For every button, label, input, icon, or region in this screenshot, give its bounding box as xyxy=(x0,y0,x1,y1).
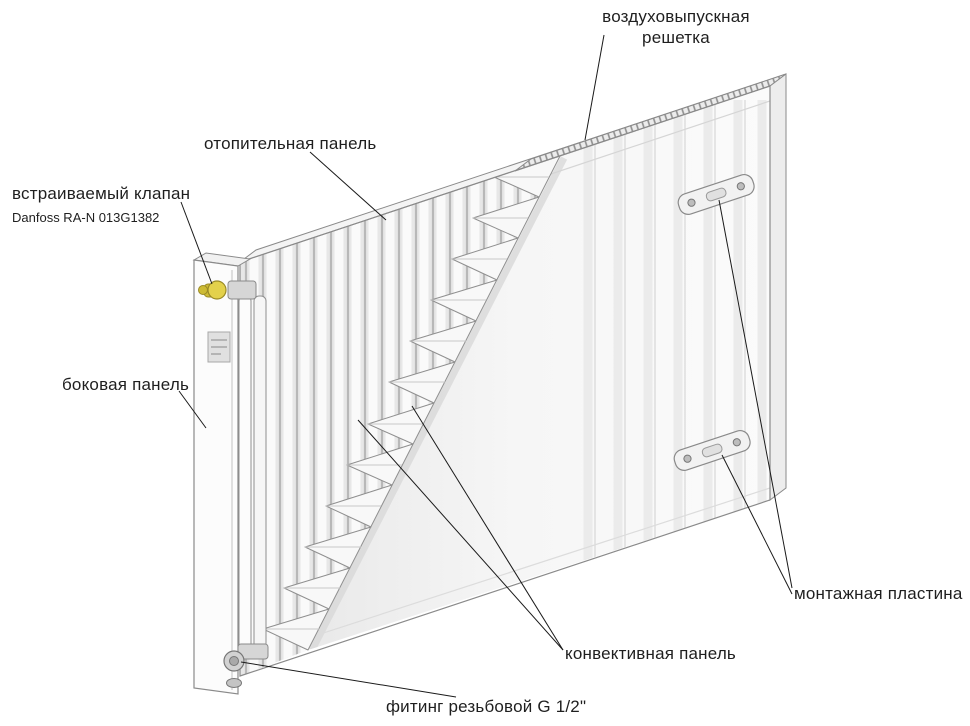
leader-lines xyxy=(178,34,793,698)
side-panel xyxy=(192,252,252,695)
convector-fins xyxy=(262,155,561,651)
radiator-back-panel xyxy=(308,86,770,650)
label-heating-panel: отопительная панель xyxy=(204,134,377,153)
valve-knob xyxy=(207,280,227,300)
label-air-vent-grille-line1: воздуховыпускная xyxy=(602,7,750,26)
riser-pipes xyxy=(238,295,267,655)
leader-mounting-top xyxy=(718,199,793,589)
label-air-vent-grille: воздуховыпускная решетка xyxy=(600,6,752,48)
label-air-vent-grille-line2: решетка xyxy=(642,28,710,47)
mounting-plate-bottom xyxy=(673,429,751,471)
leader-threaded-fitting xyxy=(240,661,457,698)
label-side-panel: боковая панель xyxy=(62,375,190,394)
label-valve-model: Danfoss RA-N 013G1382 xyxy=(12,210,160,225)
label-threaded-fitting: фитинг резьбовой G 1/2" xyxy=(386,697,587,716)
leader-convective-b xyxy=(411,405,564,651)
label-built-in-valve: встраиваемый клапан Danfoss RA-N 013G138… xyxy=(12,183,190,228)
leader-air-vent-grille xyxy=(584,34,605,141)
leader-side-panel xyxy=(178,390,207,429)
mounting-plate-top xyxy=(677,173,755,215)
leader-built-in-valve xyxy=(180,201,213,285)
radiator-right-edge xyxy=(769,73,787,501)
bottom-fitting xyxy=(223,643,269,688)
thermostatic-valve xyxy=(198,280,257,300)
label-convective-panel: конвективная панель xyxy=(565,644,736,663)
leader-convective-a xyxy=(357,419,564,651)
leader-heating-panel xyxy=(309,151,387,221)
leader-mounting-bottom xyxy=(721,454,793,595)
label-mounting-plate: монтажная пластина xyxy=(794,584,963,603)
